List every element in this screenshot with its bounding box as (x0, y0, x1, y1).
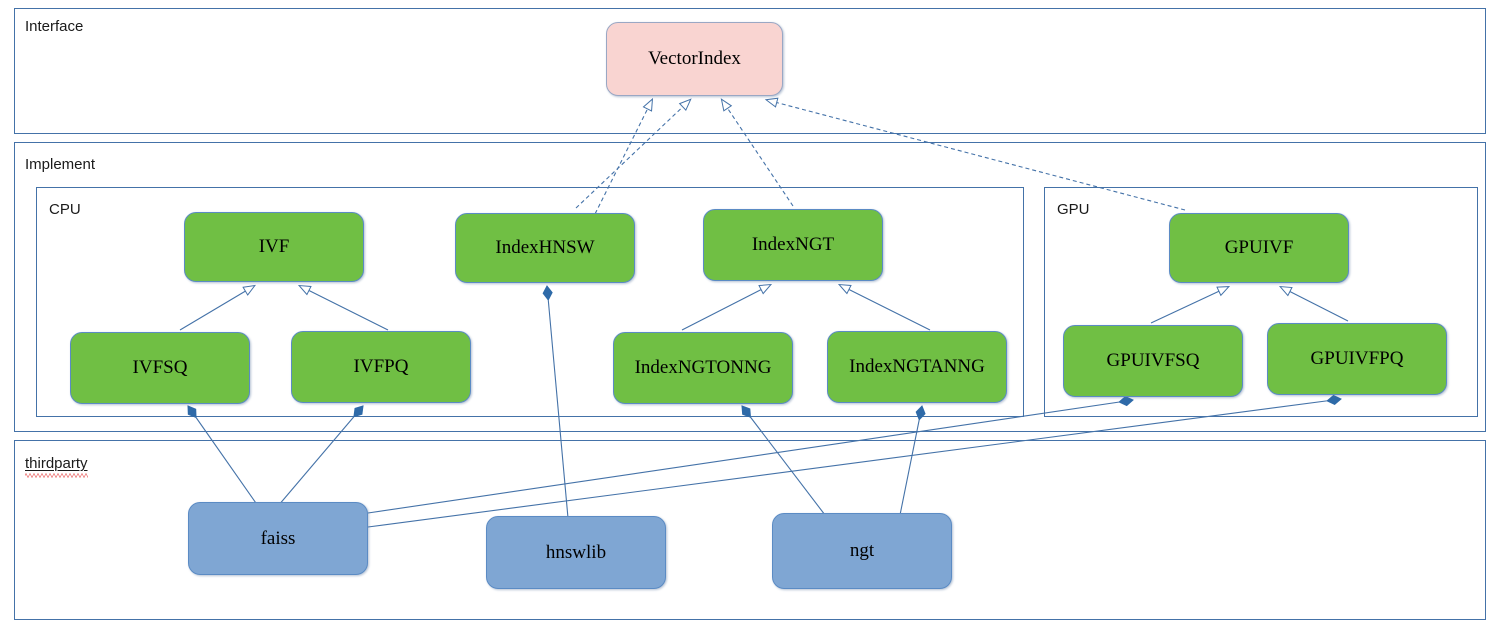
node-ivf[interactable]: IVF (184, 212, 364, 282)
spellcheck-squiggle-icon (25, 473, 88, 478)
node-label-faiss: faiss (260, 527, 296, 549)
container-label-interface: Interface (25, 18, 84, 35)
node-label-ivf: IVF (258, 236, 290, 257)
node-ivfsq[interactable]: IVFSQ (70, 332, 250, 404)
node-label-ngt: ngt (849, 540, 875, 561)
node-label-indexngtonng: IndexNGTONNG (634, 357, 772, 378)
node-indexngt[interactable]: IndexNGT (703, 209, 883, 281)
node-label-indexngt: IndexNGT (751, 234, 835, 255)
node-label-indexhnsw: IndexHNSW (495, 237, 595, 258)
node-indexngtanng[interactable]: IndexNGTANNG (827, 331, 1007, 403)
node-label-gpuivf: GPUIVF (1224, 237, 1294, 258)
container-label-cpu: CPU (49, 201, 81, 218)
container-label-implement: Implement (25, 156, 96, 173)
node-label-gpuivfsq: GPUIVFSQ (1106, 350, 1200, 371)
node-vectorindex[interactable]: VectorIndex (606, 22, 783, 96)
node-hnswlib[interactable]: hnswlib (486, 516, 666, 589)
node-label-vectorindex: VectorIndex (648, 48, 741, 69)
node-label-hnswlib: hnswlib (545, 541, 607, 563)
node-faiss[interactable]: faiss (188, 502, 368, 575)
node-indexhnsw[interactable]: IndexHNSW (455, 213, 635, 283)
node-label-indexngtanng: IndexNGTANNG (849, 356, 985, 377)
container-label-thirdparty-text: thirdparty (25, 455, 88, 472)
container-label-gpu: GPU (1057, 201, 1090, 218)
node-ngt[interactable]: ngt (772, 513, 952, 589)
node-gpuivfpq[interactable]: GPUIVFPQ (1267, 323, 1447, 395)
node-ivfpq[interactable]: IVFPQ (291, 331, 471, 403)
container-label-thirdparty: thirdparty (25, 455, 88, 478)
node-label-ivfpq: IVFPQ (353, 356, 409, 377)
node-label-gpuivfpq: GPUIVFPQ (1310, 348, 1404, 369)
node-gpuivfsq[interactable]: GPUIVFSQ (1063, 325, 1243, 397)
node-label-ivfsq: IVFSQ (132, 357, 188, 378)
node-gpuivf[interactable]: GPUIVF (1169, 213, 1349, 283)
node-indexngtonng[interactable]: IndexNGTONNG (613, 332, 793, 404)
